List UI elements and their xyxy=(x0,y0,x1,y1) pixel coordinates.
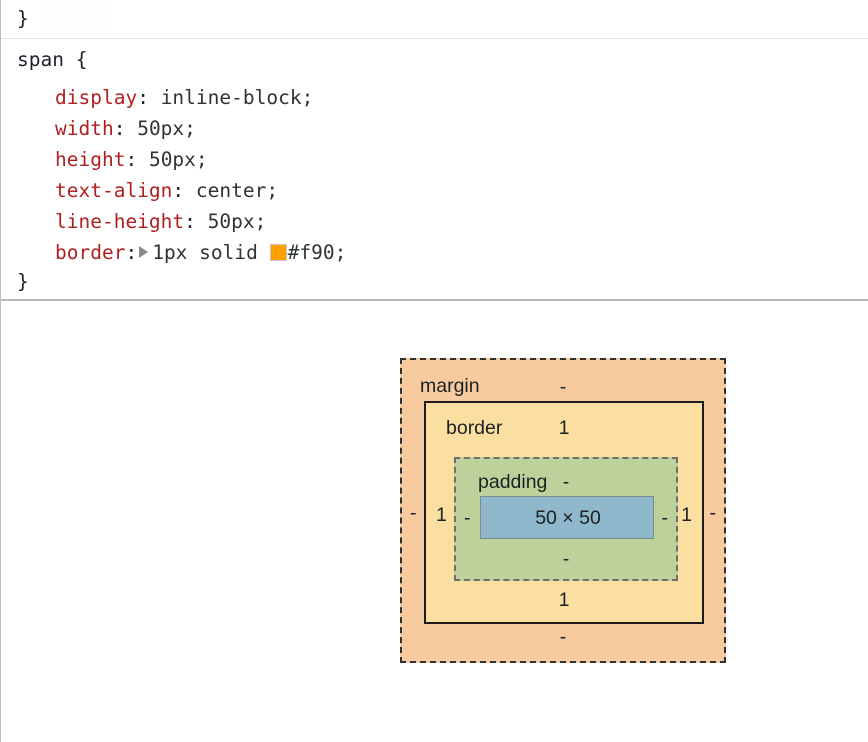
declaration-line-height[interactable]: line-height: 50px; xyxy=(55,206,266,237)
margin-right-value[interactable]: - xyxy=(709,502,717,524)
top-partial-artifact xyxy=(40,2,110,28)
property-value-border[interactable]: 1px solid xyxy=(152,241,258,264)
property-value-text-align[interactable]: center; xyxy=(195,179,279,202)
css-rules-pane: } span { display: inline-block; width: 5… xyxy=(0,0,868,301)
declaration-height[interactable]: height: 50px; xyxy=(55,144,208,175)
declaration-display[interactable]: display: inline-block; xyxy=(55,82,313,113)
declaration-colon: : xyxy=(125,241,138,264)
padding-left-value[interactable]: - xyxy=(464,507,471,529)
declaration-colon: : xyxy=(125,148,138,171)
closing-brace-span-rule: } xyxy=(17,270,29,293)
box-model-margin-region[interactable]: margin - - - - border 1 1 1 1 padding - … xyxy=(400,358,726,663)
padding-top-value[interactable]: - xyxy=(562,471,570,493)
property-name-display[interactable]: display xyxy=(55,86,138,109)
color-swatch-icon[interactable] xyxy=(269,244,287,261)
declaration-text-align[interactable]: text-align: center; xyxy=(55,175,278,206)
css-selector-span[interactable]: span { xyxy=(17,48,88,71)
property-name-line-height[interactable]: line-height xyxy=(55,210,185,233)
declaration-border[interactable]: border:1px solid #f90; xyxy=(55,237,346,268)
margin-top-value[interactable]: - xyxy=(559,376,567,398)
padding-right-value[interactable]: - xyxy=(661,507,669,529)
closing-brace-previous-rule: } xyxy=(17,7,29,30)
property-name-text-align[interactable]: text-align xyxy=(55,179,173,202)
property-name-border[interactable]: border xyxy=(55,241,126,264)
box-model-border-region[interactable]: border 1 1 1 1 padding - - - - 50 × 50 xyxy=(424,401,704,624)
padding-bottom-value[interactable]: - xyxy=(562,548,570,570)
box-model-pane: margin - - - - border 1 1 1 1 padding - … xyxy=(1,302,868,742)
property-name-height[interactable]: height xyxy=(55,148,126,171)
declaration-colon: : xyxy=(137,86,149,109)
content-size-value[interactable]: 50 × 50 xyxy=(535,507,601,529)
padding-label: padding xyxy=(478,471,548,493)
property-value-line-height[interactable]: 50px; xyxy=(207,210,267,233)
margin-bottom-value[interactable]: - xyxy=(559,626,567,648)
property-value-display[interactable]: inline-block; xyxy=(160,86,314,109)
border-right-value[interactable]: 1 xyxy=(681,504,692,526)
border-left-value[interactable]: 1 xyxy=(436,504,447,526)
property-name-width[interactable]: width xyxy=(55,117,114,140)
declaration-colon: : xyxy=(172,179,185,202)
rule-divider-bottom xyxy=(1,299,868,301)
box-model-padding-region[interactable]: padding - - - - 50 × 50 xyxy=(454,457,678,581)
declaration-width[interactable]: width: 50px; xyxy=(55,113,196,144)
border-bottom-value[interactable]: 1 xyxy=(558,589,570,611)
rule-divider-top xyxy=(1,38,868,39)
border-label: border xyxy=(446,417,503,439)
margin-left-value[interactable]: - xyxy=(410,502,417,524)
border-top-value[interactable]: 1 xyxy=(558,417,570,439)
declaration-colon: : xyxy=(113,117,126,140)
declaration-colon: : xyxy=(184,210,196,233)
margin-label: margin xyxy=(420,375,480,397)
property-value-height[interactable]: 50px; xyxy=(148,148,208,171)
panel-left-gutter xyxy=(0,0,1,742)
property-value-width[interactable]: 50px; xyxy=(137,117,196,140)
expand-triangle-icon[interactable] xyxy=(139,246,149,258)
box-model-content-region[interactable]: 50 × 50 xyxy=(480,496,654,539)
property-value-border-color[interactable]: #f90; xyxy=(287,241,347,264)
